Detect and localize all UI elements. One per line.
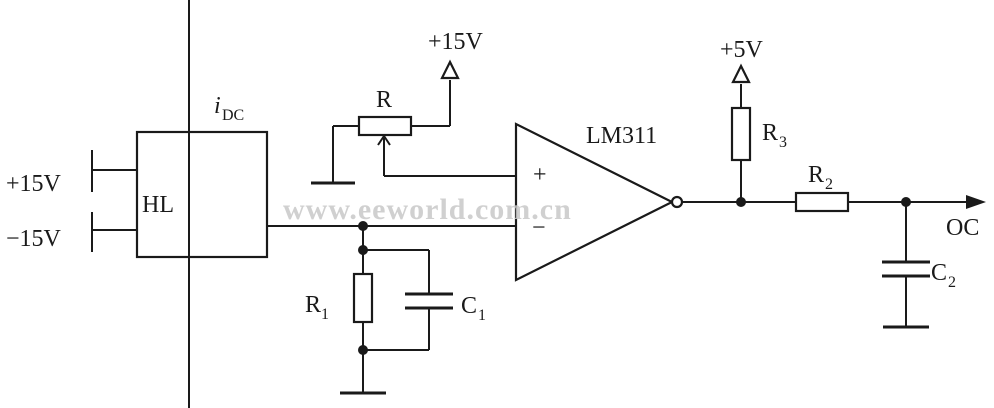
supply-neg-label: −15V xyxy=(6,226,62,252)
r2-subscript: 2 xyxy=(825,176,833,193)
r3-subscript: 3 xyxy=(779,134,787,151)
output-bubble xyxy=(670,195,684,209)
sensor-label: HL xyxy=(142,192,174,218)
watermark: www.eeworld.com.cn xyxy=(283,193,572,226)
comparator-label: LM311 xyxy=(586,123,657,149)
hall-sensor-box xyxy=(135,130,269,259)
r2-label: R xyxy=(808,162,824,188)
pot-resistor xyxy=(357,115,413,137)
pot-supply-label: +15V xyxy=(428,29,484,55)
current-subscript: DC xyxy=(222,107,244,124)
minus-input-sign: − xyxy=(532,215,546,241)
c2-subscript: 2 xyxy=(948,274,956,291)
r3-label: R xyxy=(762,120,778,146)
r3-supply-label: +5V xyxy=(720,37,764,63)
current-label: i xyxy=(214,93,221,119)
r1-resistor xyxy=(352,272,374,324)
supply-arrow-5v xyxy=(731,63,751,84)
output-label: OC xyxy=(946,215,979,241)
c1-label: C xyxy=(461,293,477,319)
r1-subscript: 1 xyxy=(321,306,329,323)
r3-resistor xyxy=(730,106,752,162)
r2-resistor xyxy=(794,191,850,213)
pot-label: R xyxy=(376,87,392,113)
plus-input-sign: + xyxy=(533,162,547,188)
supply-pos-label: +15V xyxy=(6,171,62,197)
c1-subscript: 1 xyxy=(478,307,486,324)
pot-wiper-arrow xyxy=(377,134,391,146)
c2-label: C xyxy=(931,260,947,286)
r1-label: R xyxy=(305,292,321,318)
output-arrow xyxy=(966,195,986,209)
supply-arrow-15v xyxy=(440,59,460,80)
comparator-lm311 xyxy=(514,122,675,282)
